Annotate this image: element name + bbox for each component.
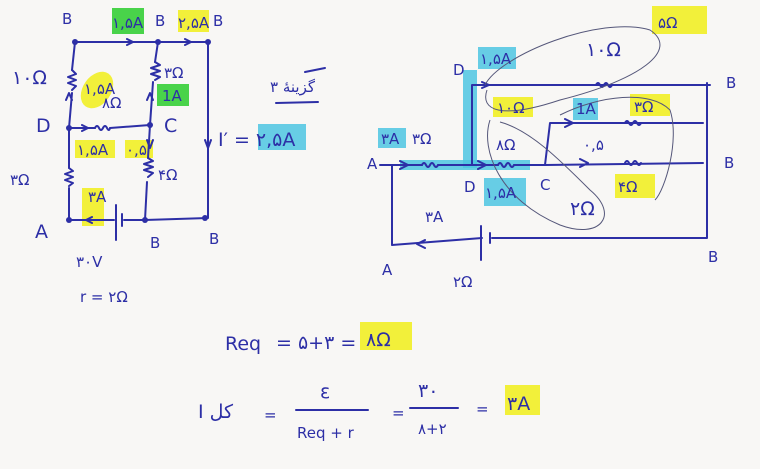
resistor-icon	[94, 125, 111, 131]
current-total-label: I کل	[198, 401, 234, 423]
node-label: B	[724, 154, 734, 172]
arrow-icon	[399, 81, 589, 249]
current-label: ۰,۵	[126, 141, 147, 159]
highlight	[125, 140, 153, 158]
current-label: I′ = ۲,۵A	[218, 129, 295, 151]
node-label: B	[150, 234, 160, 252]
resistor-label: ۳Ω	[10, 171, 30, 189]
denominator: Req + r	[297, 424, 355, 442]
highlight	[178, 10, 209, 32]
grouping-loop	[487, 119, 605, 230]
underline	[275, 67, 326, 104]
highlight	[378, 128, 406, 148]
node-label: A	[35, 221, 48, 243]
node-label: B	[726, 74, 736, 92]
resistor-label: ۲Ω	[453, 273, 473, 291]
highlight	[630, 94, 670, 116]
highlight	[112, 8, 144, 34]
node-label: D	[36, 115, 51, 137]
current-result: ۳A	[507, 393, 530, 415]
resistor-label: ۱۰Ω	[497, 99, 525, 117]
node-label: B	[209, 230, 219, 248]
left-circuit-wires	[64, 38, 212, 241]
equals: =	[264, 406, 277, 424]
highlight	[505, 385, 540, 415]
current-label: ۱,۵A	[485, 184, 517, 202]
equals: =	[476, 400, 489, 418]
highlight	[615, 174, 655, 198]
equals: =	[392, 404, 405, 422]
numerator: ε	[320, 381, 330, 403]
grouping-loop	[484, 26, 661, 112]
highlight	[258, 124, 306, 150]
battery-icon	[480, 225, 491, 261]
node-label: B	[213, 12, 223, 30]
node-label: B	[708, 248, 718, 266]
resistor-label: ۱۰Ω	[586, 39, 621, 61]
highlight	[157, 84, 189, 106]
highlight	[360, 322, 412, 350]
current-label: ۰,۵	[583, 136, 604, 154]
current-label: ۳A	[425, 208, 444, 226]
req-expression: = ۵+۳ =	[276, 332, 356, 354]
grouping-loop	[559, 96, 674, 201]
emf-label: ۳۰V	[76, 253, 103, 271]
internal-resistance-label: r = ۲Ω	[80, 288, 128, 306]
resistor-label: ۳Ω	[164, 64, 184, 82]
highlight	[652, 6, 707, 34]
node-label: A	[382, 261, 393, 279]
right-circuit-title: ۵Ω	[658, 14, 678, 32]
resistor-label: ۲Ω	[570, 198, 595, 220]
req-result: ۸Ω	[366, 329, 391, 351]
node-label: A	[367, 155, 378, 173]
node-label: D	[464, 178, 476, 196]
arrow-icon	[65, 38, 212, 224]
current-label: ۳A	[381, 130, 400, 148]
current-label: ۲,۵A	[178, 14, 210, 32]
current-label: ۳A	[88, 188, 107, 206]
battery-icon	[115, 204, 123, 241]
answer-heading: گزینهٔ ۳	[270, 78, 316, 96]
resistor-icon	[64, 69, 77, 187]
current-label: ۱,۵A	[84, 80, 116, 98]
resistor-label: ۴Ω	[618, 178, 638, 196]
node-label: B	[62, 10, 72, 28]
current-label: ۱,۵A	[112, 14, 144, 32]
numerator: ۳۰	[418, 380, 438, 402]
highlight	[75, 140, 115, 158]
highlight	[463, 70, 477, 168]
current-label: ۱,۵A	[480, 50, 512, 68]
highlight	[573, 98, 598, 120]
current-label: 1A	[576, 100, 597, 118]
resistor-label: ۸Ω	[496, 136, 516, 154]
req-label: Req	[225, 333, 261, 355]
highlight	[493, 97, 533, 117]
resistor-icon	[421, 82, 642, 168]
highlight	[82, 188, 104, 226]
node-label: B	[155, 12, 165, 30]
resistor-icon	[143, 61, 161, 178]
node-label: C	[164, 115, 177, 137]
right-circuit-wires	[379, 26, 711, 261]
node-label: D	[453, 61, 465, 79]
resistor-label: ۳Ω	[634, 98, 654, 116]
resistor-label: ۱۰Ω	[12, 67, 47, 89]
highlight	[484, 178, 526, 206]
denominator: ۸+۲	[418, 420, 447, 438]
resistor-label: ۳Ω	[412, 130, 432, 148]
current-label: 1A	[162, 87, 183, 105]
resistor-label: ۴Ω	[158, 166, 178, 184]
resistor-label: ۸Ω	[102, 94, 122, 112]
highlight	[80, 71, 114, 109]
node-label: C	[540, 176, 550, 194]
current-label: ۱,۵A	[77, 141, 109, 159]
